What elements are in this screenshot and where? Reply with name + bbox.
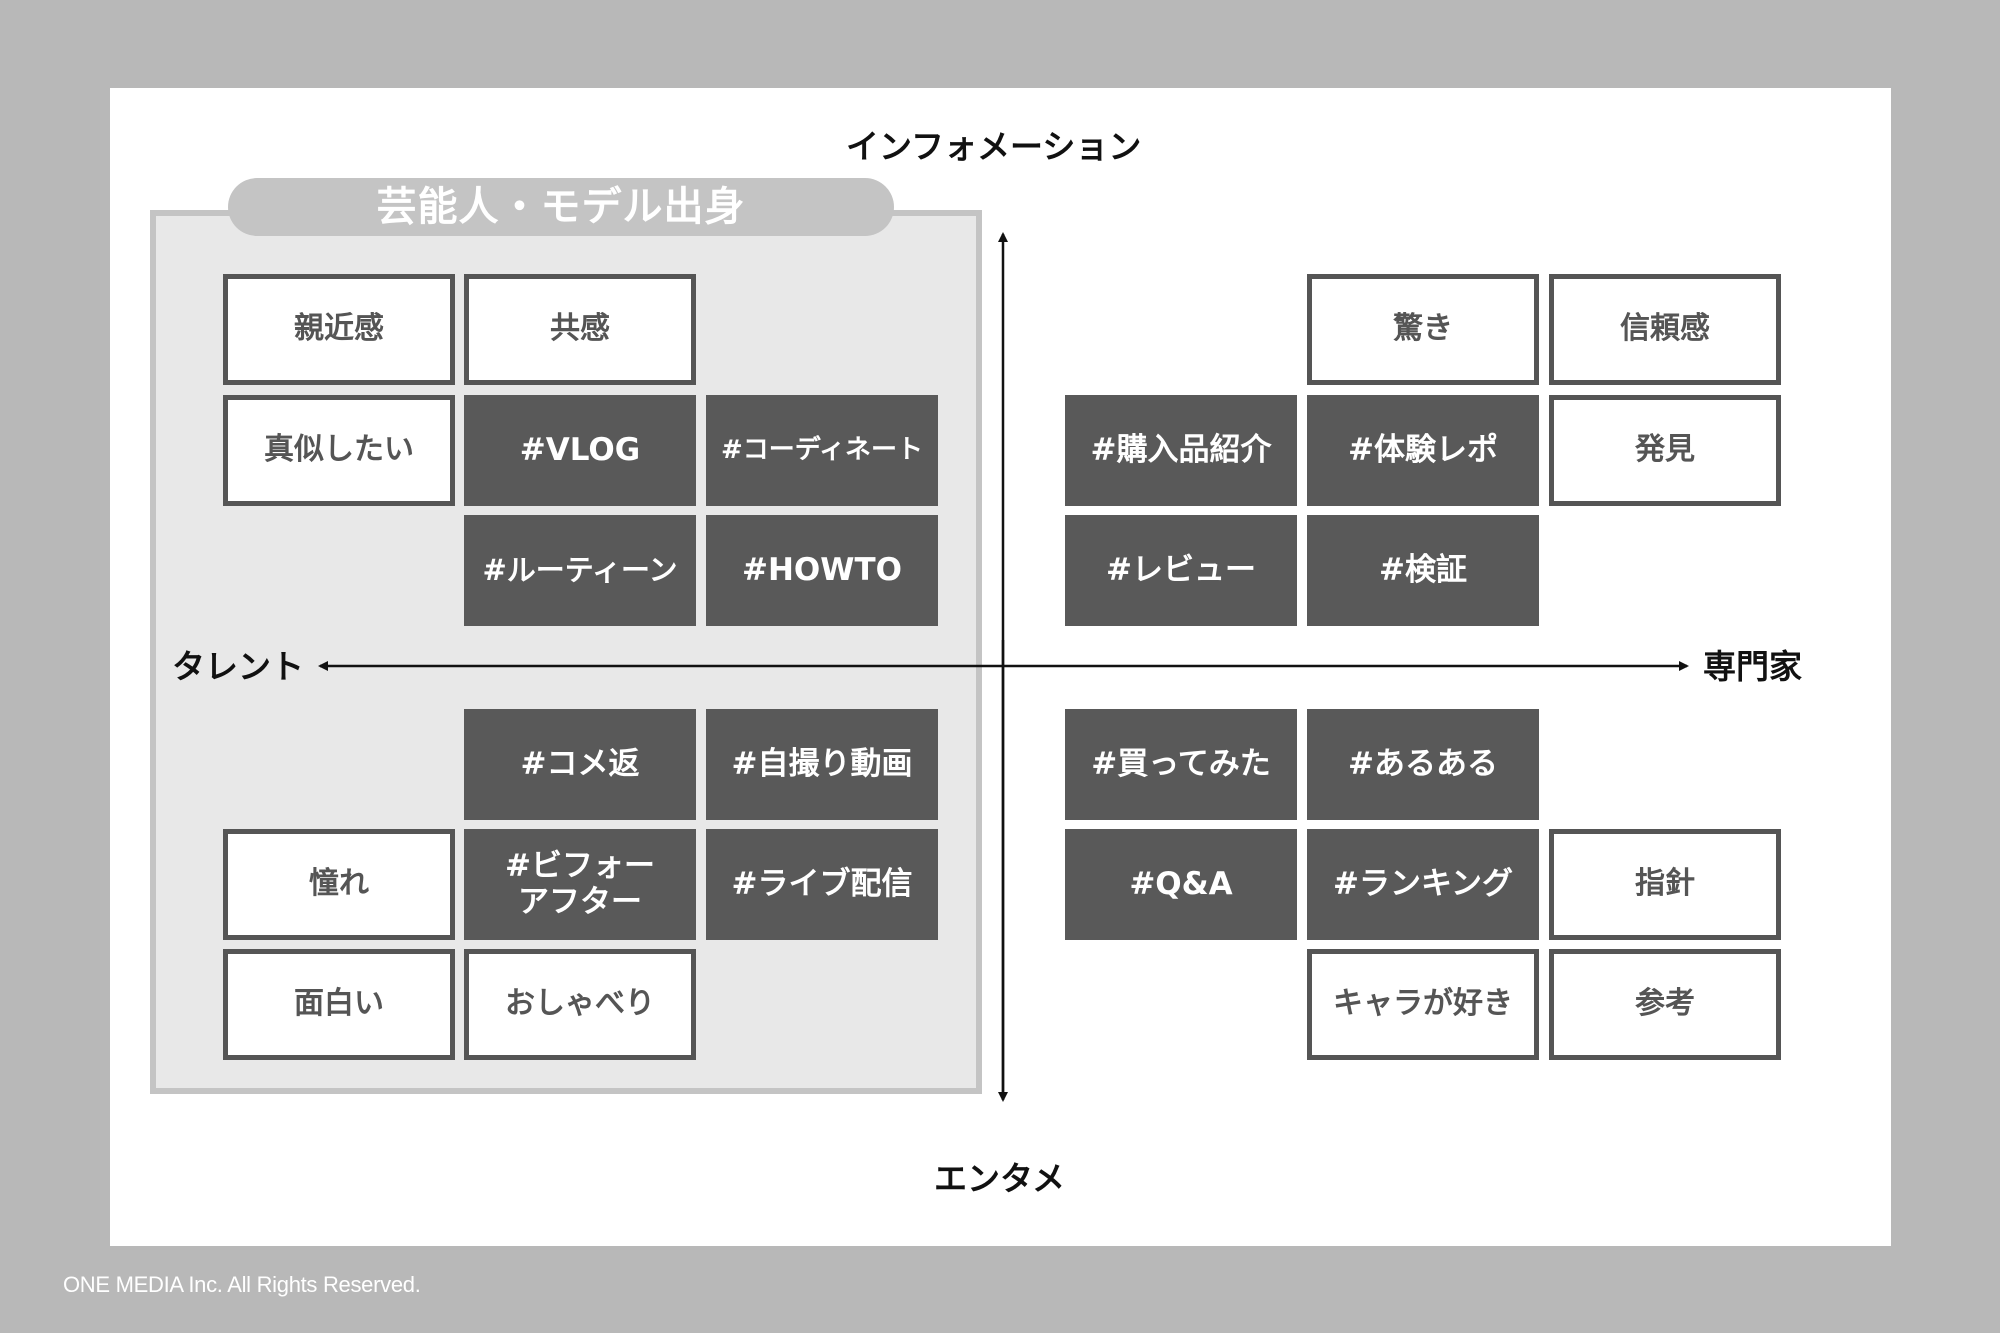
axis-label-expert: 専門家 <box>1703 647 1802 686</box>
tag-aruaru: #あるある <box>1307 709 1539 820</box>
tag-kattemita: #買ってみた <box>1065 709 1297 820</box>
tag-beforeafter: #ビフォー アフター <box>464 829 696 940</box>
tag-oshaberi: おしゃべり <box>464 949 696 1060</box>
tag-hakken: 発見 <box>1549 395 1781 506</box>
tag-qa: #Q&A <box>1065 829 1297 940</box>
tag-ranking: #ランキング <box>1307 829 1539 940</box>
copyright-footer: ONE MEDIA Inc. All Rights Reserved. <box>63 1272 421 1297</box>
tag-kensho: #検証 <box>1307 515 1539 626</box>
tag-routine: #ルーティーン <box>464 515 696 626</box>
tag-maneshitai: 真似したい <box>223 395 455 506</box>
tag-review: #レビュー <box>1065 515 1297 626</box>
tag-charaga: キャラが好き <box>1307 949 1539 1060</box>
tag-coordinate: #コーディネート <box>706 395 938 506</box>
tag-sanko: 参考 <box>1549 949 1781 1060</box>
tag-shishin: 指針 <box>1549 829 1781 940</box>
tag-howto: #HOWTO <box>706 515 938 626</box>
tag-taiken: #体験レポ <box>1307 395 1539 506</box>
tag-jidori: #自撮り動画 <box>706 709 938 820</box>
tag-omoshiroi: 面白い <box>223 949 455 1060</box>
tag-konyuhin: #購入品紹介 <box>1065 395 1297 506</box>
talent-group-title: 芸能人・モデル出身 <box>228 178 894 236</box>
axis-label-entertainment: エンタメ <box>934 1159 1066 1198</box>
tag-kyokan: 共感 <box>464 274 696 385</box>
axis-label-information: インフォメーション <box>846 127 1142 166</box>
tag-odoroki: 驚き <box>1307 274 1539 385</box>
tag-shinraikan: 信頼感 <box>1549 274 1781 385</box>
tag-live: #ライブ配信 <box>706 829 938 940</box>
tag-shinkinkan: 親近感 <box>223 274 455 385</box>
tag-komegaeshi: #コメ返 <box>464 709 696 820</box>
tag-akogare: 憧れ <box>223 829 455 940</box>
axis-label-talent: タレント <box>172 647 304 686</box>
tag-vlog: #VLOG <box>464 395 696 506</box>
